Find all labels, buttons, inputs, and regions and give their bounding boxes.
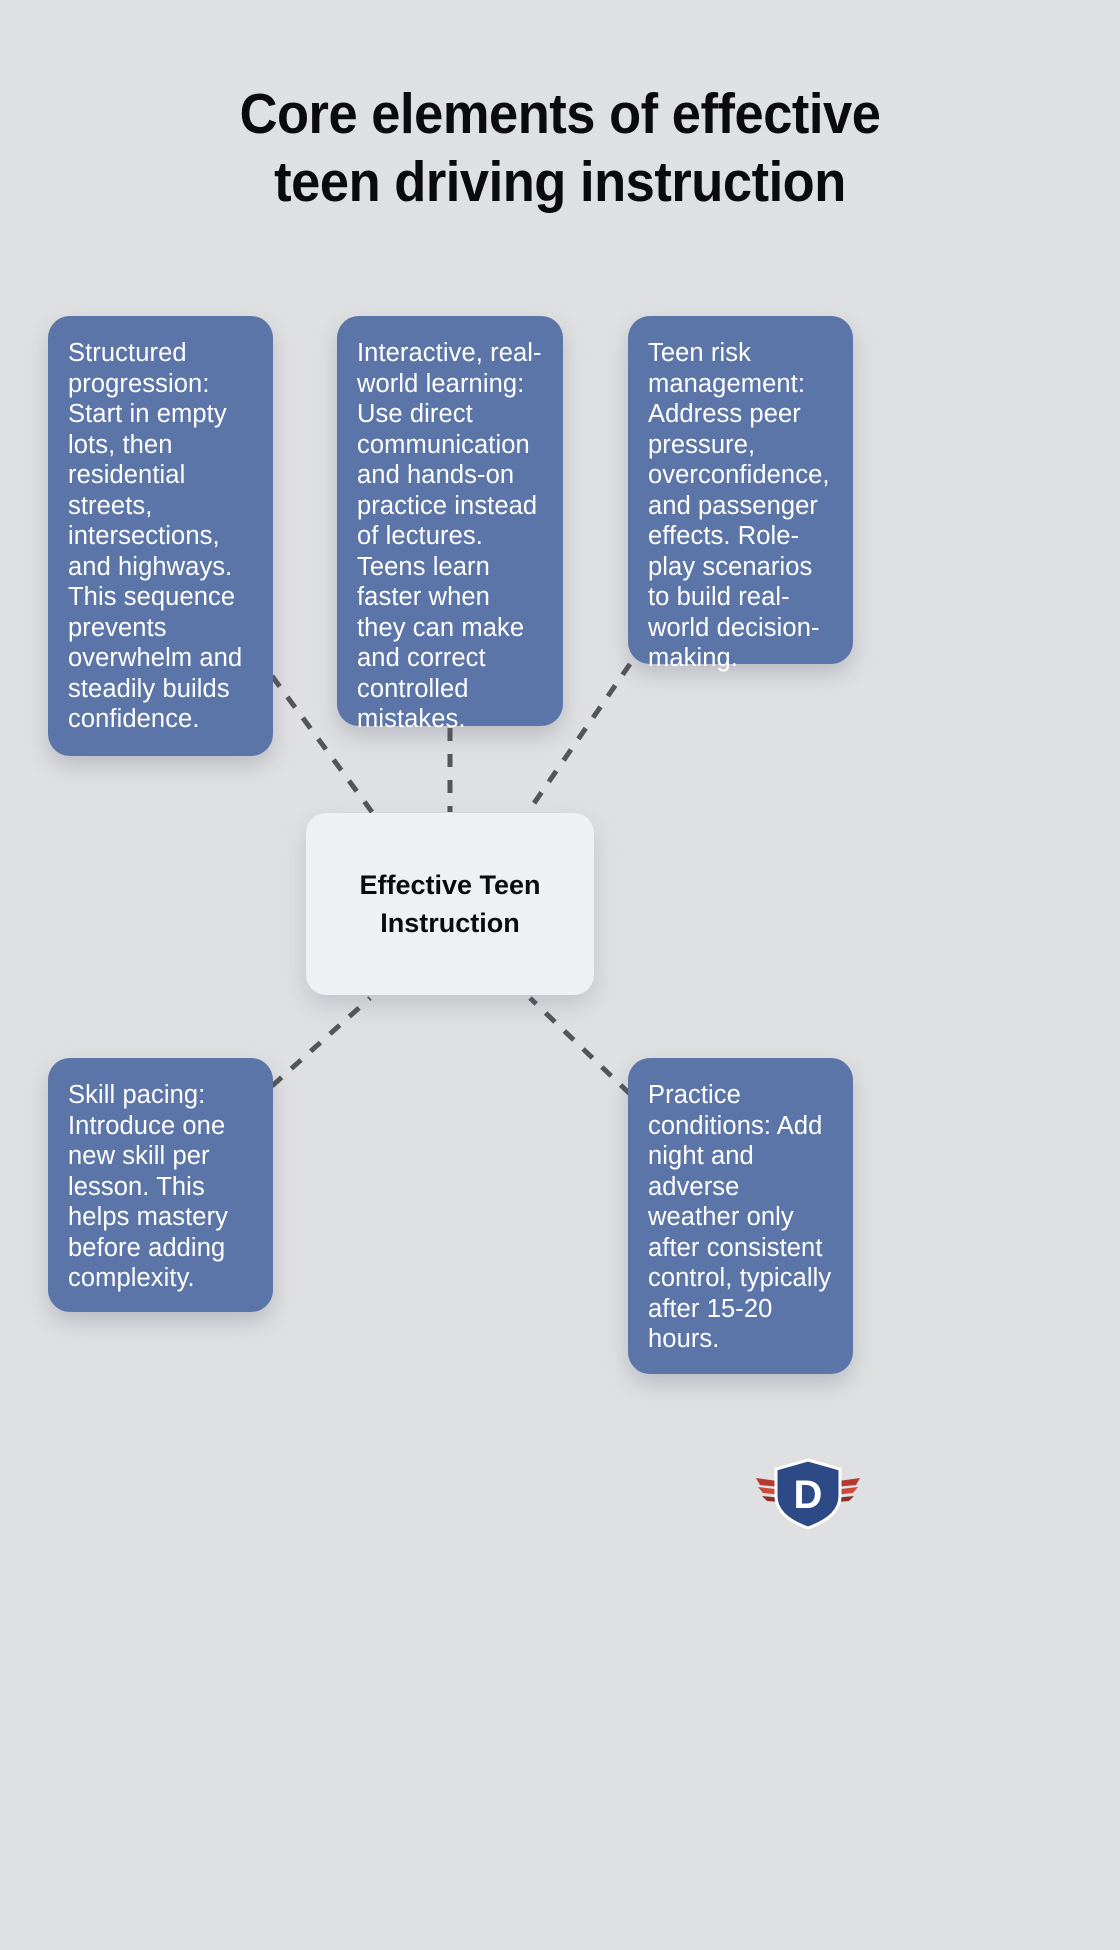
page-title: Core elements of effective teen driving … — [45, 80, 1075, 216]
card-skill-pacing[interactable]: Skill pacing: Introduce one new skill pe… — [48, 1058, 273, 1312]
card-interactive-real-world-learning[interactable]: Interactive, real-world learning: Use di… — [337, 316, 563, 733]
center-node-label: Effective Teen Instruction — [359, 866, 540, 942]
card-structured-progression[interactable]: Structured progression: Start in empty l… — [48, 316, 273, 756]
brand-logo: D — [752, 1452, 864, 1532]
card-teen-risk-management[interactable]: Teen risk management: Address peer press… — [628, 316, 853, 672]
connector-pacing-to-center — [270, 996, 372, 1088]
page-title-line-1: Core elements of effective — [239, 82, 881, 146]
shield-wings-logo-icon: D — [756, 1458, 860, 1530]
card-practice-conditions[interactable]: Practice conditions: Add night and adver… — [628, 1058, 853, 1374]
center-node[interactable]: Effective Teen Instruction — [306, 813, 594, 995]
logo-shield-icon — [774, 1458, 842, 1530]
center-node-label-line-2: Instruction — [380, 908, 520, 938]
logo-letter: D — [794, 1473, 823, 1517]
center-node-label-line-1: Effective Teen — [359, 870, 541, 900]
page-title-line-2: teen driving instruction — [274, 150, 846, 214]
connector-conditions-to-center — [528, 996, 632, 1096]
